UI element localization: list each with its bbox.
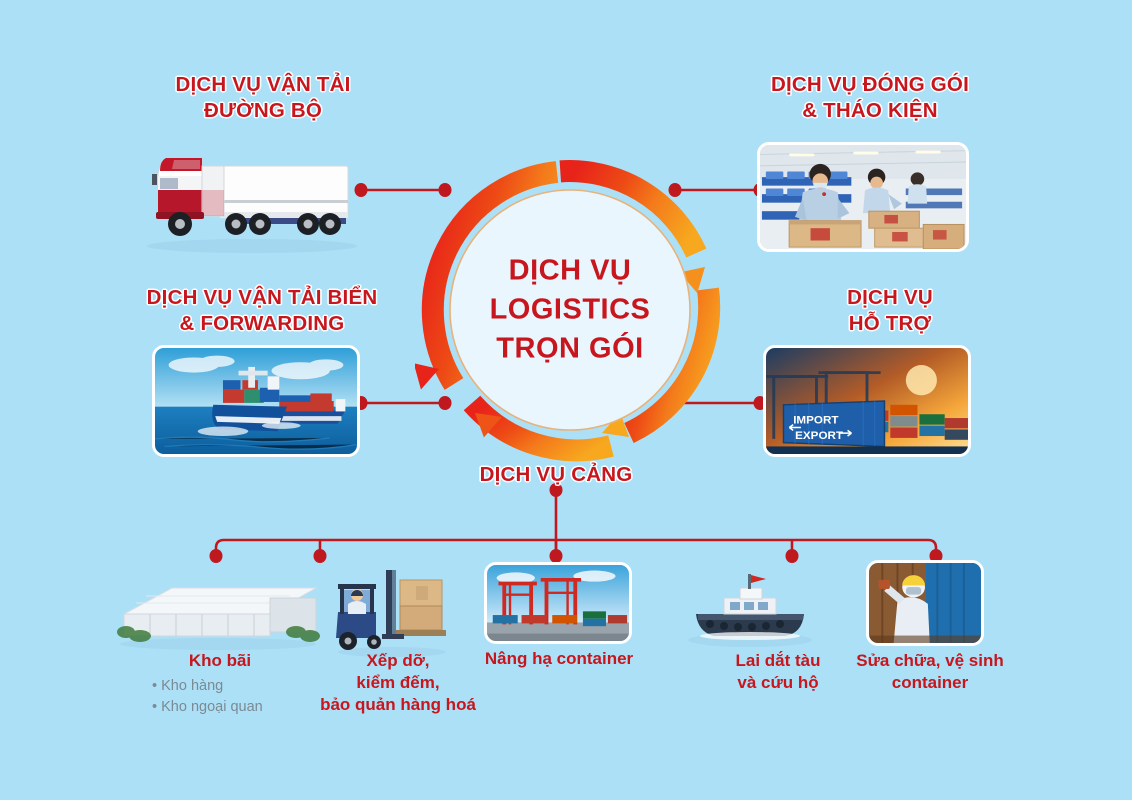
svg-text:EXPORT: EXPORT <box>795 430 843 442</box>
packing-photo <box>757 142 969 252</box>
warehouse-bullet-1: Kho hàng <box>152 676 322 697</box>
port-service-label-lifting: Nâng hạ container <box>484 649 634 668</box>
gradient-ring-icon <box>413 160 721 462</box>
port-service-label-warehouse: Kho bãi <box>188 651 252 670</box>
center-title: DỊCH VỤ LOGISTICS TRỌN GÓI <box>489 254 651 365</box>
branch-label-support: DỊCH VỤ HỖ TRỢ <box>847 286 933 336</box>
forklift-photo <box>330 562 458 658</box>
branch-label-packing: DỊCH VỤ ĐÓNG GÓI & THÁO KIỆN <box>771 73 969 123</box>
gantry-crane-photo <box>484 562 632 644</box>
warehouse-photo <box>110 570 322 650</box>
center-hub: DỊCH VỤ LOGISTICS TRỌN GÓI <box>413 155 725 465</box>
branch-label-port: DỊCH VỤ CẢNG <box>479 463 633 486</box>
import-export-photo: IMPORT EXPORT <box>763 345 971 457</box>
tugboat-photo <box>684 570 816 648</box>
svg-text:IMPORT: IMPORT <box>793 415 838 427</box>
port-service-label-towing: Lai dắt tàu và cứu hộ <box>735 651 821 693</box>
container-ship-photo <box>152 345 360 457</box>
container-repair-photo <box>866 560 984 646</box>
port-service-bullets-warehouse: Kho hàng Kho ngoại quan <box>152 676 322 718</box>
warehouse-bullet-2: Kho ngoại quan <box>152 697 322 718</box>
branch-label-sea: DỊCH VỤ VẬN TẢI BIỂN & FORWARDING <box>146 286 378 336</box>
branch-label-road: DỊCH VỤ VẬN TẢI ĐƯỜNG BỘ <box>175 73 351 123</box>
port-service-label-handling: Xếp dỡ, kiểm đếm, bảo quản hàng hoá <box>320 651 476 715</box>
truck-photo <box>132 138 360 256</box>
port-service-label-repair: Sửa chữa, vệ sinh container <box>856 651 1004 693</box>
